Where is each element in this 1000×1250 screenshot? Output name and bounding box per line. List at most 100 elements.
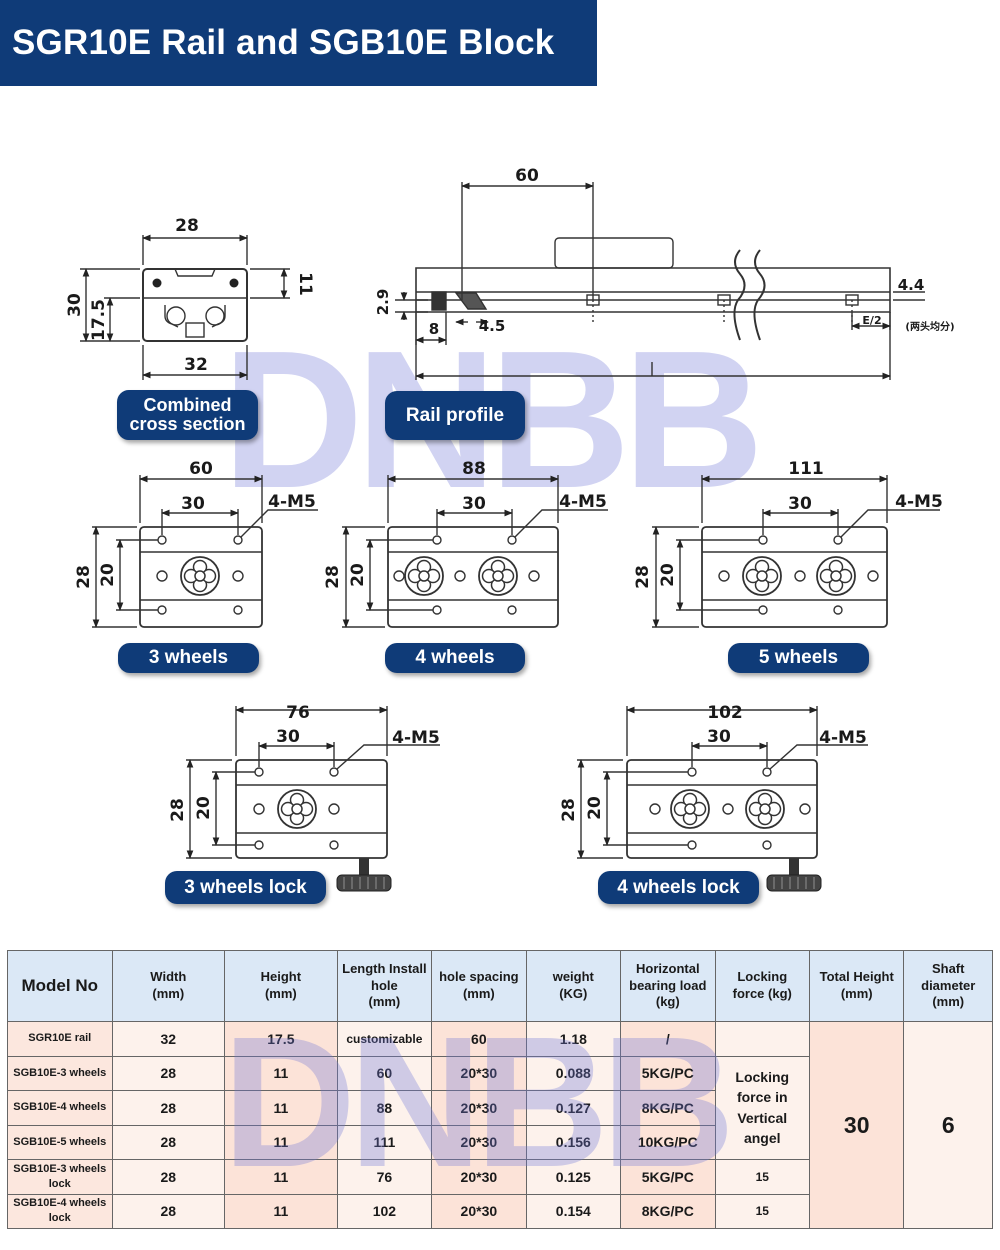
table-row: SGB10E-3 wheels 28 11 60 20*30 0.088 5KG… [7,1055,993,1160]
block-5-length: 111 [788,459,824,479]
table-row: SGR10E rail 32 17.5 customizable 60 1.18… [7,1021,993,1229]
block-3-lock-spacing: 30 [276,727,300,747]
cell-hole-spacing: 20*30 [431,1055,527,1091]
block-3-holes: 4-M5 [268,492,316,512]
cell-length: 111 [336,1124,433,1160]
block-3-lock-holes: 4-M5 [392,728,440,748]
label-5-wheels: 5 wheels [728,643,869,673]
block-4-lock-height: 28 [559,798,579,822]
cell-load: 5KG/PC [620,1055,716,1091]
rail-offset: 8 [429,320,439,338]
cell-shaft-diameter: 6 [903,1021,993,1229]
cell-width: 28 [111,1193,226,1229]
rail-end: E/2 [862,314,881,327]
cell-length: 76 [336,1159,433,1195]
block-4-wheels-drawing [342,475,608,628]
block-3-wheels-drawing [92,475,318,628]
cell-model: SGB10E-5 wheels [7,1124,113,1160]
block-4-holes: 4-M5 [559,492,607,512]
cell-height: 17.5 [224,1021,338,1057]
block-3-length: 60 [189,459,213,479]
cell-model: SGB10E-3 wheels [7,1055,113,1091]
cell-width: 28 [111,1124,226,1160]
cell-hole-spacing: 20*30 [431,1159,527,1195]
cell-load: 10KG/PC [620,1124,716,1160]
cross-height-total: 30 [65,293,85,317]
label-4-wheels: 4 wheels [385,643,525,673]
cross-width-bottom: 32 [184,355,208,375]
label-rail-profile: Rail profile [385,391,525,440]
label-3-wheels: 3 wheels [118,643,259,673]
block-4-wheels-lock-drawing [577,706,868,859]
rail-end-note: (两头均分) [905,320,954,333]
spec-table: Model No Width(mm) Height(mm) Length Ins… [7,950,993,1229]
block-5-wheels-drawing [652,475,940,628]
block-4-height: 28 [323,565,343,589]
rail-slot: 4.5 [479,317,506,335]
block-4-spacing: 30 [462,494,486,514]
header-model: Model No [7,950,113,1022]
cell-load: 8KG/PC [620,1193,716,1229]
cell-length: 88 [336,1090,433,1126]
cell-width: 28 [111,1090,226,1126]
block-5-inner: 20 [658,563,678,587]
rail-height-right: 4.4 [898,276,925,294]
header-height: Height(mm) [224,950,338,1022]
cell-width: 28 [111,1055,226,1091]
cell-width: 28 [111,1159,226,1195]
block-5-spacing: 30 [788,494,812,514]
header-width: Width(mm) [111,950,226,1022]
block-4-inner: 20 [348,563,368,587]
block-5-height: 28 [633,565,653,589]
table-row: SGB10E-4 wheels 28 11 88 20*30 0.127 8KG… [7,1090,993,1126]
block-4-length: 88 [462,459,486,479]
cell-height: 11 [224,1159,338,1195]
block-3-inner: 20 [98,563,118,587]
block-4-lock-inner: 20 [585,796,605,820]
label-4-wheels-lock: 4 wheels lock [598,871,759,904]
cell-load: / [620,1021,716,1057]
cross-height-right: 11 [295,272,315,296]
cell-length: customizable [336,1021,433,1057]
cell-height: 11 [224,1090,338,1126]
cell-hole-spacing: 20*30 [431,1193,527,1229]
cell-locking-force: 15 [714,1159,810,1195]
cell-weight: 1.18 [525,1021,622,1057]
block-4-lock-holes: 4-M5 [819,728,867,748]
block-3-lock-length: 76 [286,703,310,723]
block-4-lock-spacing: 30 [707,727,731,747]
cross-section-drawing [80,234,290,380]
rail-height-small: 2.9 [374,289,392,316]
page-title: SGR10E Rail and SGB10E Block [12,23,555,62]
cell-locking-force-empty [714,1021,810,1057]
cell-length: 60 [336,1055,433,1091]
block-5-holes: 4-M5 [895,492,943,512]
header-total-height: Total Height(mm) [808,950,905,1022]
block-3-wheels-lock-drawing [186,706,440,859]
block-3-spacing: 30 [181,494,205,514]
cross-height-inner: 17.5 [89,299,109,341]
table-row: SGB10E-5 wheels 28 11 111 20*30 0.156 10… [7,1124,993,1160]
cell-height: 11 [224,1193,338,1229]
cell-load: 5KG/PC [620,1159,716,1195]
block-3-lock-inner: 20 [194,796,214,820]
cell-height: 11 [224,1055,338,1091]
cell-weight: 0.154 [525,1193,622,1229]
rail-spacing: 60 [515,166,539,186]
cell-width: 32 [111,1021,226,1057]
table-header-row: Model No Width(mm) Height(mm) Length Ins… [7,950,993,1022]
block-3-height: 28 [74,565,94,589]
header-weight: weight(KG) [525,950,622,1022]
cell-length: 102 [336,1193,433,1229]
block-4-lock-length: 102 [707,703,743,723]
cell-total-height: 30 [808,1021,905,1229]
cell-hole-spacing: 20*30 [431,1124,527,1160]
cell-locking-force: 15 [714,1193,810,1229]
cell-height: 11 [224,1124,338,1160]
